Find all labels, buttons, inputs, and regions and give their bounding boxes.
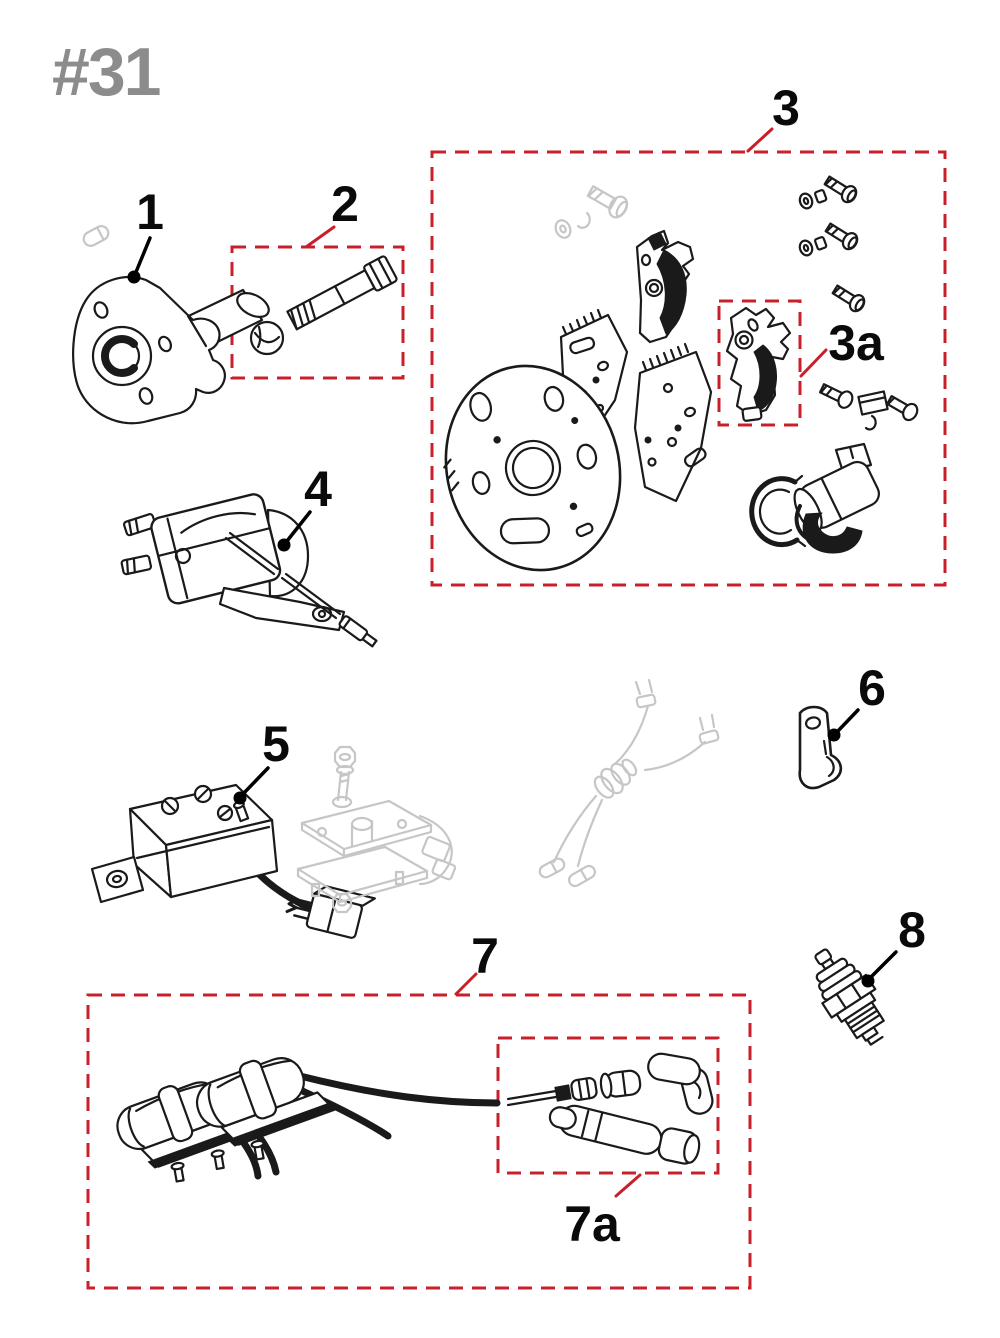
group-box-7a xyxy=(496,1036,720,1175)
screw-washer-set-b xyxy=(798,222,859,257)
group-box-7 xyxy=(86,993,752,1290)
ghost-wire-harness xyxy=(538,678,720,888)
callout-7a: 7a xyxy=(564,1196,620,1252)
part-8-spark-plug xyxy=(814,948,885,1046)
wire-connector xyxy=(285,885,376,939)
screw-washer-set-a xyxy=(798,175,858,210)
leader-4 xyxy=(285,510,312,543)
leader-5 xyxy=(241,766,270,796)
diagram-number: #31 xyxy=(52,34,161,110)
leader-2 xyxy=(304,225,336,249)
condenser-with-clamp xyxy=(749,442,880,554)
callout-2: 2 xyxy=(331,176,359,232)
ghost-stud-bracket-assembly xyxy=(296,745,457,914)
elbow-plug-cap xyxy=(647,1052,714,1115)
part-7a-plug-caps xyxy=(506,1052,714,1165)
callout-6: 6 xyxy=(858,660,886,716)
callout-5: 5 xyxy=(262,716,290,772)
single-screw xyxy=(831,284,866,313)
leader-6 xyxy=(835,708,860,734)
part-6-bracket xyxy=(798,705,843,790)
callout-3: 3 xyxy=(772,80,800,136)
group-box-3a xyxy=(717,299,802,427)
ghost-pin xyxy=(82,225,110,247)
breaker-points-assembly xyxy=(635,229,695,344)
callout-4: 4 xyxy=(304,461,332,517)
leader-8 xyxy=(869,950,898,979)
boot-cap xyxy=(657,1127,701,1165)
leader-7 xyxy=(454,972,478,996)
part-4-condenser-unit xyxy=(120,493,378,648)
callout-7: 7 xyxy=(471,928,499,984)
callout-1: 1 xyxy=(136,184,164,240)
group-box-3 xyxy=(430,150,947,587)
serrated-plate-2 xyxy=(633,342,713,503)
part-1-drive-flange xyxy=(72,225,270,425)
leader-1 xyxy=(134,236,152,274)
part-3a-contact-points xyxy=(725,306,792,422)
leader-3 xyxy=(746,127,774,153)
part-7-ignition-coils xyxy=(116,1057,501,1183)
ghost-screw-washer-set xyxy=(554,185,629,239)
straight-plug-boot xyxy=(548,1104,663,1155)
breaker-base-plate xyxy=(443,364,622,572)
part-2-bolt-and-screw xyxy=(249,255,398,356)
part-5-cdi-module xyxy=(90,783,376,939)
leader-7a xyxy=(614,1173,642,1198)
coil-rear xyxy=(195,1057,336,1161)
callout-8: 8 xyxy=(898,902,926,958)
fastener-cluster xyxy=(818,383,919,431)
callout-3a: 3a xyxy=(828,315,884,371)
leader-lines xyxy=(127,127,898,1198)
leader-3a xyxy=(799,348,828,378)
